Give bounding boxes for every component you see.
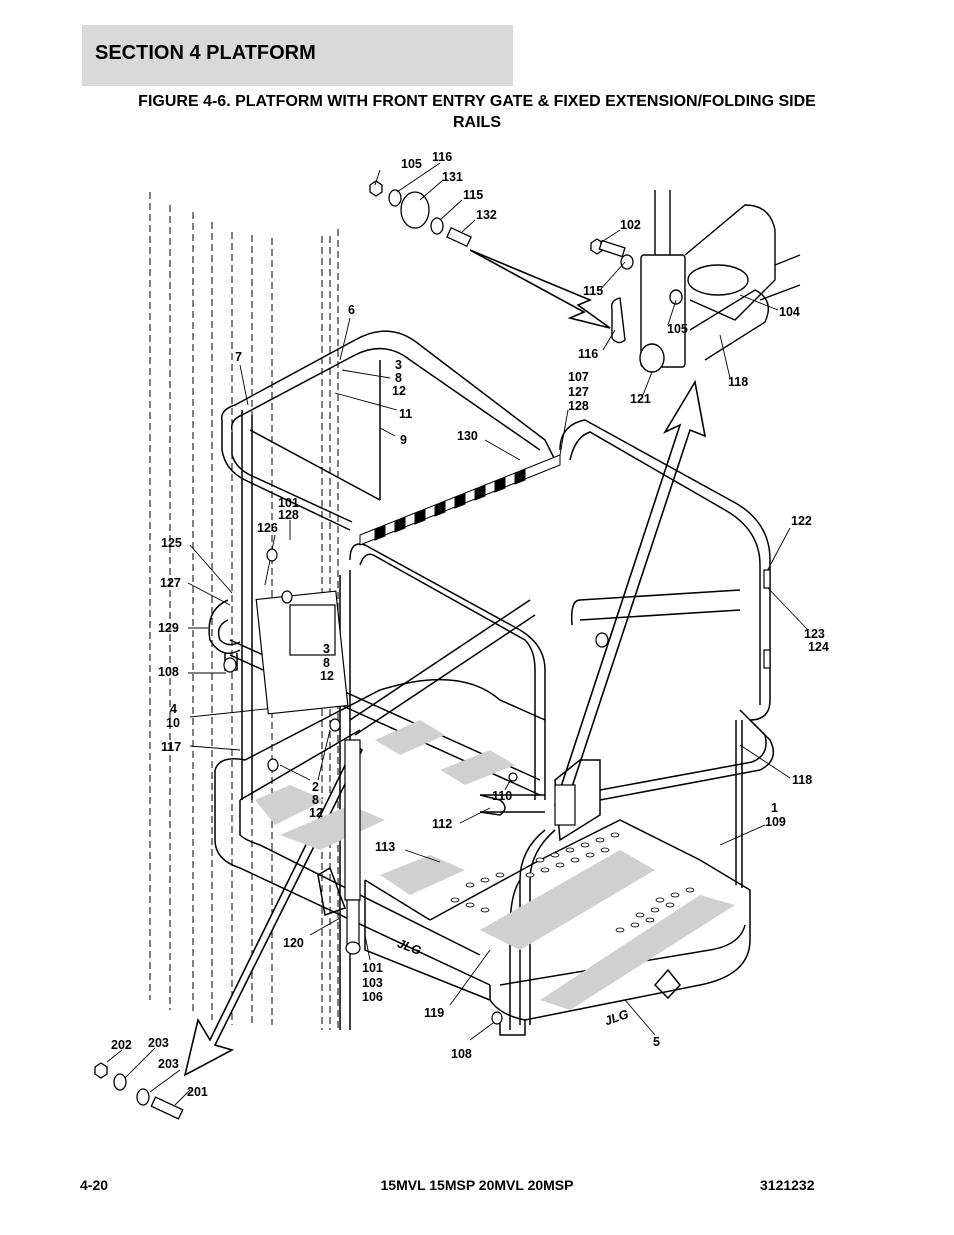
document-number: 3121232	[760, 1177, 815, 1193]
hardware-exploded-top	[369, 180, 634, 270]
callout-128: 128	[278, 508, 299, 522]
yellow-stripe-bar	[359, 454, 561, 546]
callout-118: 118	[792, 773, 812, 787]
callout-112: 112	[432, 817, 452, 831]
callout-115: 115	[583, 284, 603, 298]
callout-106: 106	[362, 990, 383, 1004]
callout-12: 12	[309, 806, 323, 820]
callout-120: 120	[283, 936, 304, 950]
callout-125: 125	[161, 536, 182, 550]
callout-127: 127	[160, 576, 181, 590]
callout-108: 108	[158, 665, 179, 679]
callout-8: 8	[312, 793, 319, 807]
callout-10: 10	[166, 716, 180, 730]
callout-121: 121	[630, 392, 651, 406]
callout-11: 11	[399, 407, 412, 421]
callout-113: 113	[375, 840, 395, 854]
model-list: 15MVL 15MSP 20MVL 20MSP	[380, 1177, 574, 1193]
figure-title: FIGURE 4-6. PLATFORM WITH FRONT ENTRY GA…	[82, 91, 872, 133]
callout-130: 130	[457, 429, 478, 443]
floor-grip-tapes	[255, 720, 735, 1010]
callout-118: 118	[728, 375, 748, 389]
callout-105: 105	[401, 157, 422, 171]
callout-201: 201	[187, 1085, 208, 1099]
platform-structure	[208, 330, 775, 1036]
callout-3: 3	[323, 642, 330, 656]
callout-108: 108	[451, 1047, 472, 1061]
logo-floor: JLG	[395, 936, 423, 958]
callout-8: 8	[395, 371, 402, 385]
callout-116: 116	[578, 347, 598, 361]
side-rail-pivot	[610, 190, 801, 373]
logo-front: JLG	[603, 1007, 631, 1029]
callout-3: 3	[395, 358, 402, 372]
callout-203: 203	[158, 1057, 179, 1071]
callout-102: 102	[620, 218, 641, 232]
callout-103: 103	[362, 976, 383, 990]
callout-105: 105	[667, 322, 688, 336]
section-header: SECTION 4 PLATFORM	[82, 25, 513, 86]
callout-126: 126	[257, 521, 278, 535]
callout-127: 127	[568, 385, 589, 399]
callout-12: 12	[320, 669, 334, 683]
callout-6: 6	[348, 303, 355, 317]
callout-109: 109	[765, 815, 786, 829]
callout-110: 110	[492, 789, 512, 803]
page-number: 4-20	[80, 1177, 109, 1193]
callout-104: 104	[779, 305, 800, 319]
callout-202: 202	[111, 1038, 132, 1052]
callout-labels: 105 116 131 115 132 102 115 104 105 116 …	[111, 150, 829, 1099]
callout-117: 117	[161, 740, 181, 754]
callout-101: 101	[362, 961, 383, 975]
callout-203: 203	[148, 1036, 169, 1050]
callout-116: 116	[432, 150, 452, 164]
leader-lines	[106, 162, 809, 1106]
callout-8: 8	[323, 656, 330, 670]
callout-9: 9	[400, 433, 407, 447]
hardware-exploded-bottom	[94, 1062, 184, 1120]
callout-12: 12	[392, 384, 406, 398]
figure-title-line-2: RAILS	[453, 114, 501, 131]
platform-components	[223, 548, 771, 1025]
callout-115: 115	[463, 188, 483, 202]
callout-123: 123	[804, 627, 825, 641]
callout-119: 119	[424, 1006, 444, 1020]
figure-title-line-1: FIGURE 4-6. PLATFORM WITH FRONT ENTRY GA…	[138, 93, 816, 110]
callout-2: 2	[312, 780, 319, 794]
callout-132: 132	[476, 208, 497, 222]
callout-129: 129	[158, 621, 179, 635]
callout-1: 1	[771, 801, 778, 815]
callout-124: 124	[808, 640, 829, 654]
callout-107: 107	[568, 370, 589, 384]
callout-4: 4	[170, 702, 177, 716]
callout-7: 7	[235, 350, 242, 364]
section-title: SECTION 4 PLATFORM	[95, 42, 316, 64]
callout-128: 128	[568, 399, 589, 413]
callout-122: 122	[791, 514, 812, 528]
floor-perforations	[450, 832, 695, 933]
callout-101: 101	[278, 496, 299, 510]
callout-131: 131	[442, 170, 463, 184]
callout-5: 5	[653, 1035, 660, 1049]
